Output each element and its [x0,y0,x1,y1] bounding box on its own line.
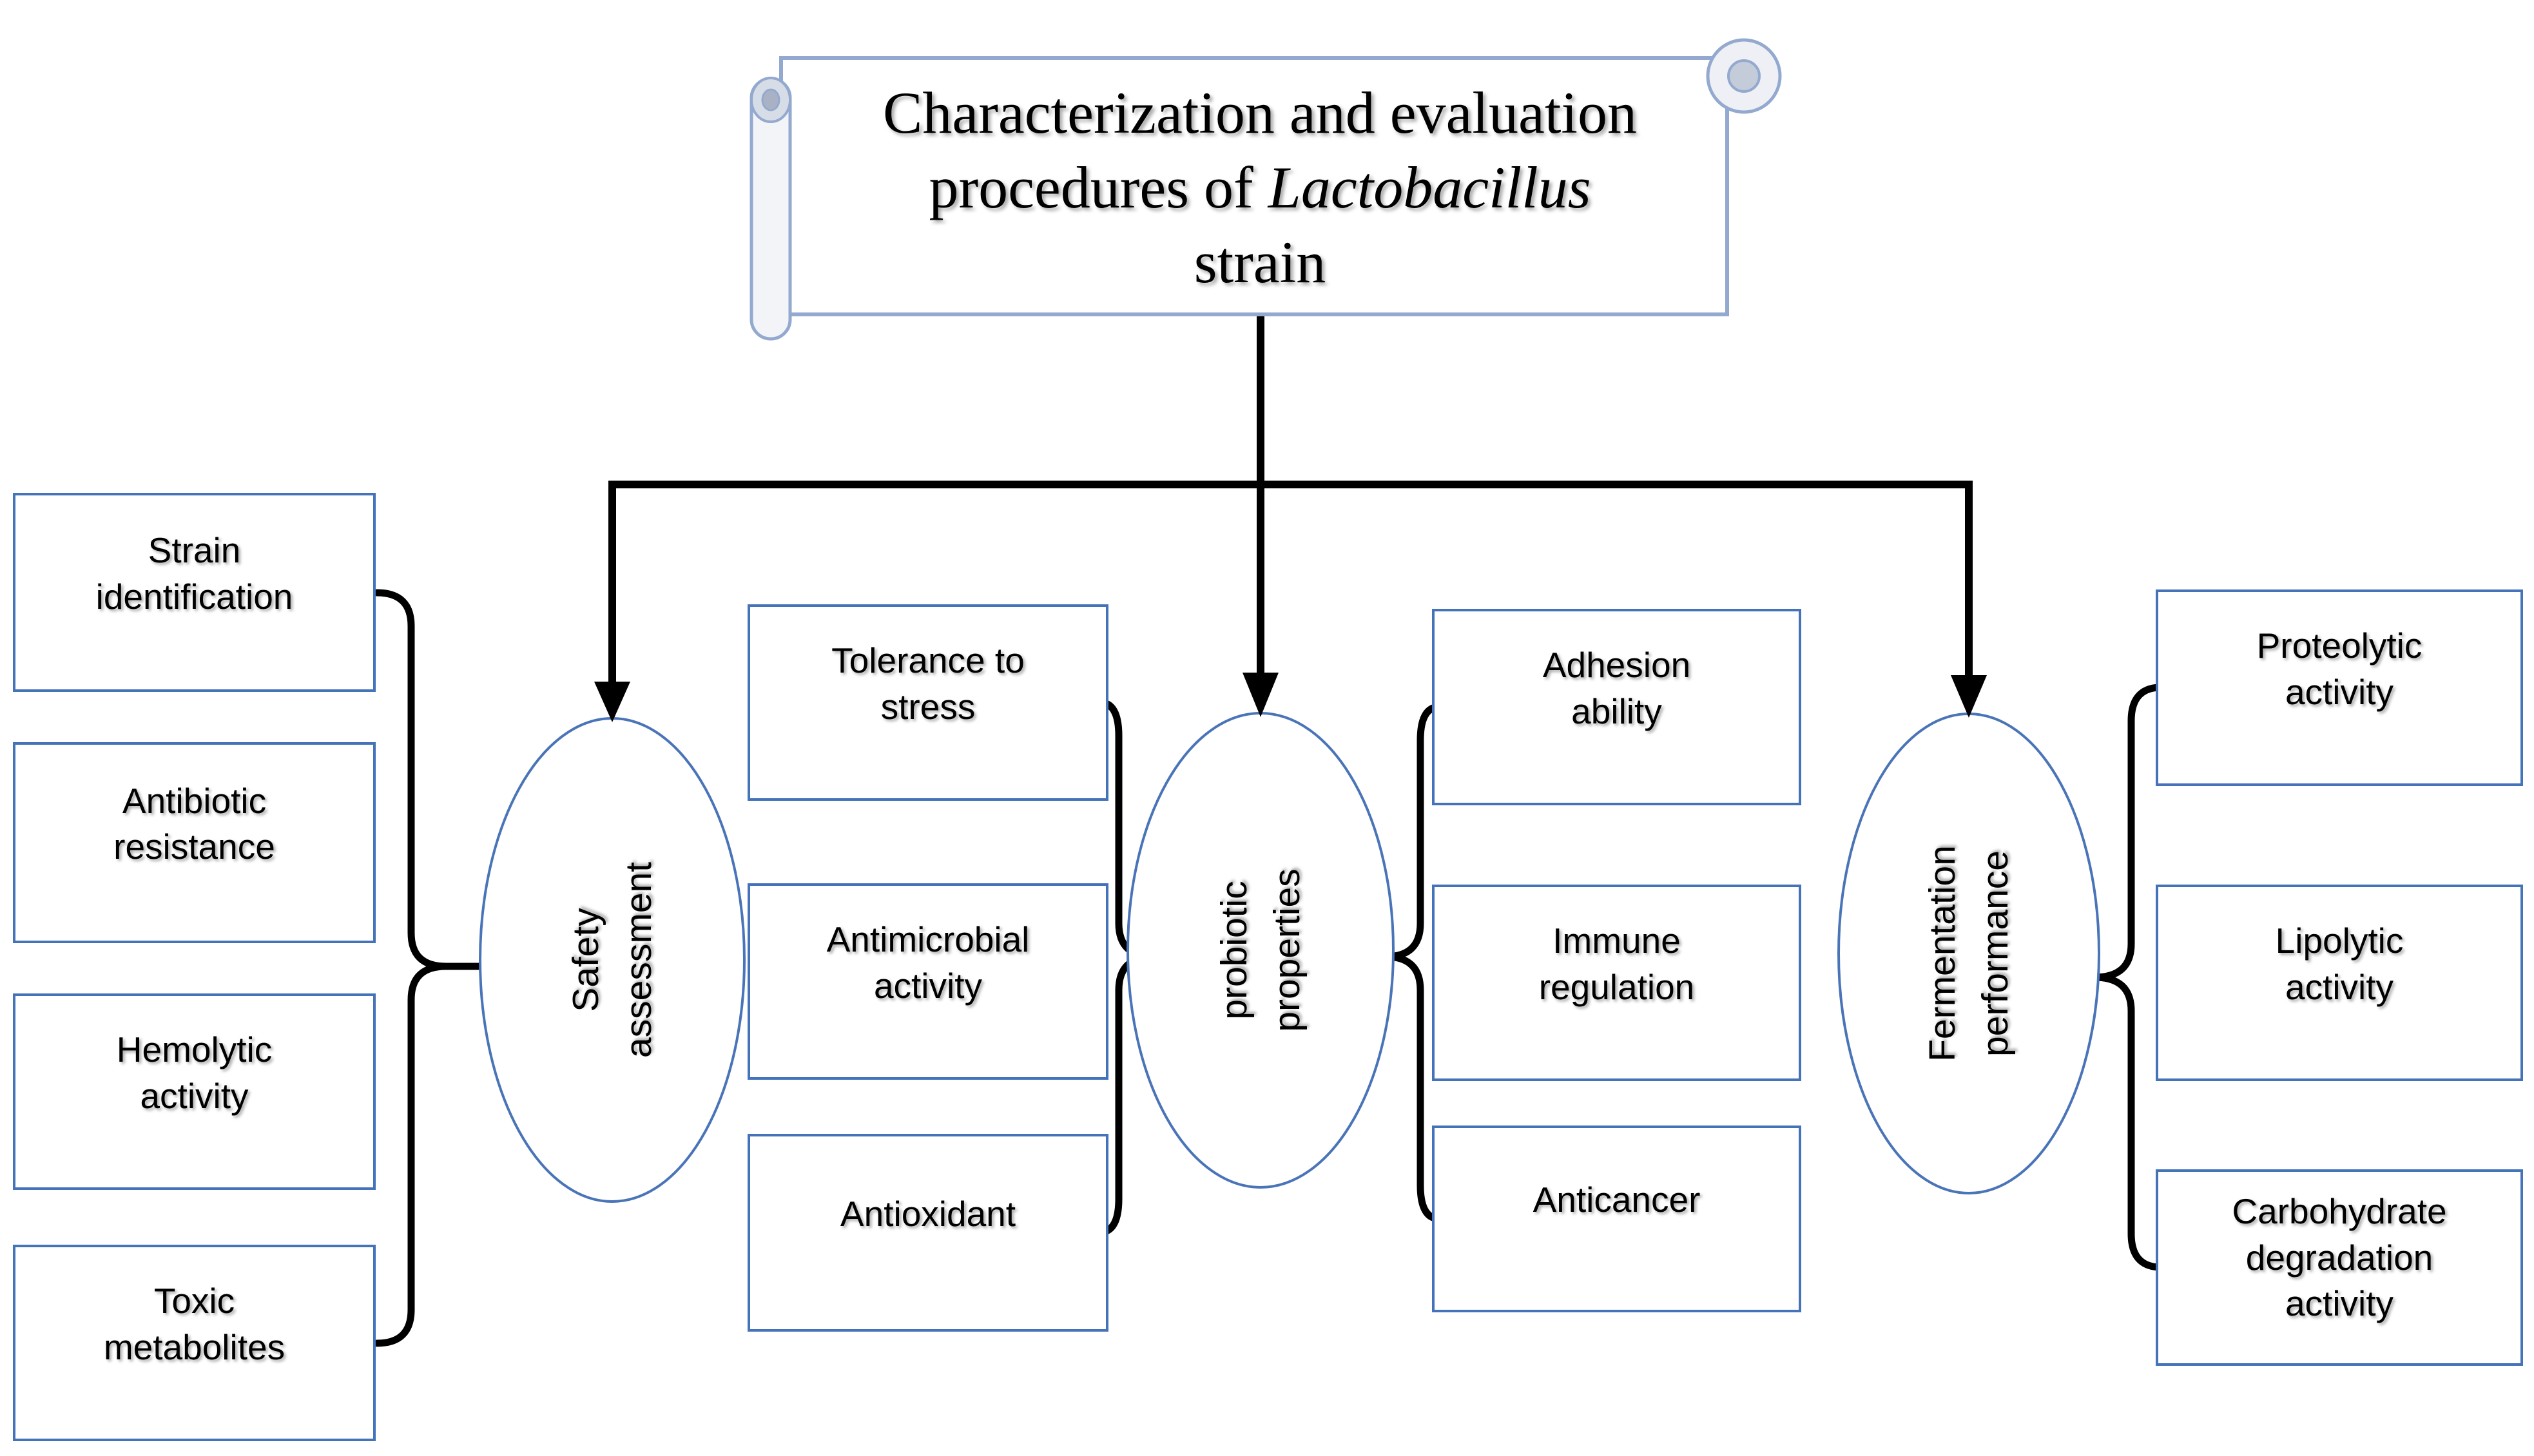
arrowhead-probiotic [1243,673,1279,717]
box-hemolytic-activity: Hemolytic activity [13,993,376,1190]
title-line-2: procedures of Lactobacillus [929,154,1591,220]
title-line-1: Characterization and evaluation [883,79,1637,146]
brace-fermentation-group [2094,684,2163,1271]
arrowheads [594,673,1987,722]
box-proteolytic-activity: Proteolytic activity [2156,589,2523,786]
box-toxic-metabolites: Toxic metabolites [13,1245,376,1441]
arrowhead-fermentation [1951,675,1987,718]
box-antibiotic-resistance: Antibiotic resistance [13,742,376,943]
diagram-title: Characterization and evaluation procedur… [809,63,1711,311]
box-anticancer: Anticancer [1432,1126,1801,1312]
title-line-3: strain [1194,229,1326,295]
box-antioxidant: Antioxidant [748,1134,1108,1332]
brace-safety-group [373,589,488,1347]
box-carbohydrate-degradation-activity: Carbohydrate degradation activity [2156,1169,2523,1366]
box-tolerance-to-stress: Tolerance to stress [748,604,1108,801]
box-antimicrobial-activity: Antimicrobial activity [748,883,1108,1080]
box-adhesion-ability: Adhesion ability [1432,609,1801,805]
title-italic-genus: Lactobacillus [1268,154,1591,220]
fermentation-ellipse-label: Fermentation performance [1922,845,2016,1062]
safety-ellipse-label: Safety assessment [565,861,659,1058]
title-scroll-shape [750,38,1782,341]
arrowhead-safety [594,682,630,722]
box-immune-regulation: Immune regulation [1432,885,1801,1081]
box-lipolytic-activity: Lipolytic activity [2156,885,2523,1081]
distribution-connectors [608,313,1973,684]
box-strain-identification: Strain identification [13,493,376,692]
probiotic-ellipse-label: probiotic properties [1214,868,1308,1032]
